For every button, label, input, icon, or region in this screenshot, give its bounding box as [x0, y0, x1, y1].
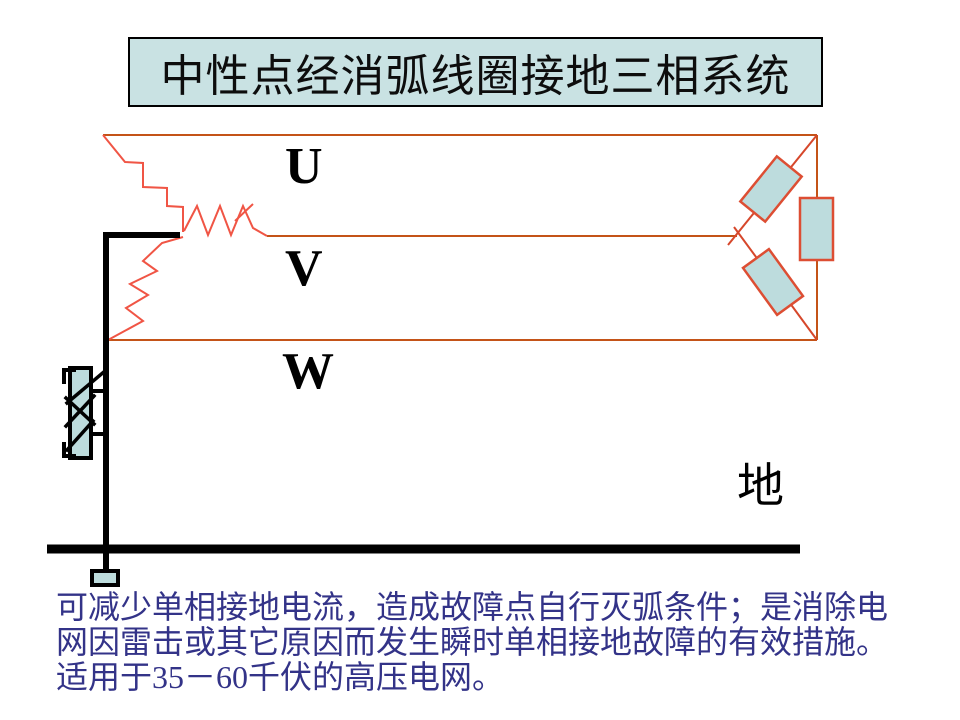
phase-label-v: V [285, 240, 323, 297]
neutral-conductor [103, 232, 180, 573]
delta-load [727, 134, 835, 341]
winding-u-zigzag [102, 134, 184, 232]
winding-w-zigzag [107, 236, 184, 341]
coil-adjust-arrow [63, 368, 108, 453]
winding-v-zigzag [183, 203, 268, 238]
description-line-2: 网因雷击或其它原因而发生瞬时单相接地故障的有效措施。 [56, 624, 889, 660]
description-line-3: 适用于35－60千伏的高压电网。 [56, 659, 505, 695]
slide-title-box: 中性点经消弧线圈接地三相系统 [128, 37, 823, 107]
phase-label-w: W [282, 343, 334, 400]
description-paragraph: 可减少单相接地电流，造成故障点自行灭弧条件；是消除电 网因雷击或其它原因而发生瞬… [56, 590, 946, 695]
delta-winding-right [798, 196, 835, 262]
winding-v-cross-stroke [234, 203, 254, 222]
ground-electrode-icon [90, 569, 120, 587]
phase-label-u: U [285, 138, 323, 195]
slide-title: 中性点经消弧线圈接地三相系统 [160, 52, 791, 101]
coil-top-hook [62, 368, 76, 384]
delta-winding-lower [741, 247, 805, 317]
description-line-1: 可减少单相接地电流，造成故障点自行灭弧条件；是消除电 [56, 589, 889, 625]
ground-label: 地 [737, 461, 784, 513]
arc-suppression-coil-icon [62, 366, 108, 460]
delta-winding-upper [738, 154, 804, 224]
phase-lines [103, 134, 818, 341]
source-windings [102, 134, 268, 341]
coil-bottom-hook [62, 442, 76, 458]
